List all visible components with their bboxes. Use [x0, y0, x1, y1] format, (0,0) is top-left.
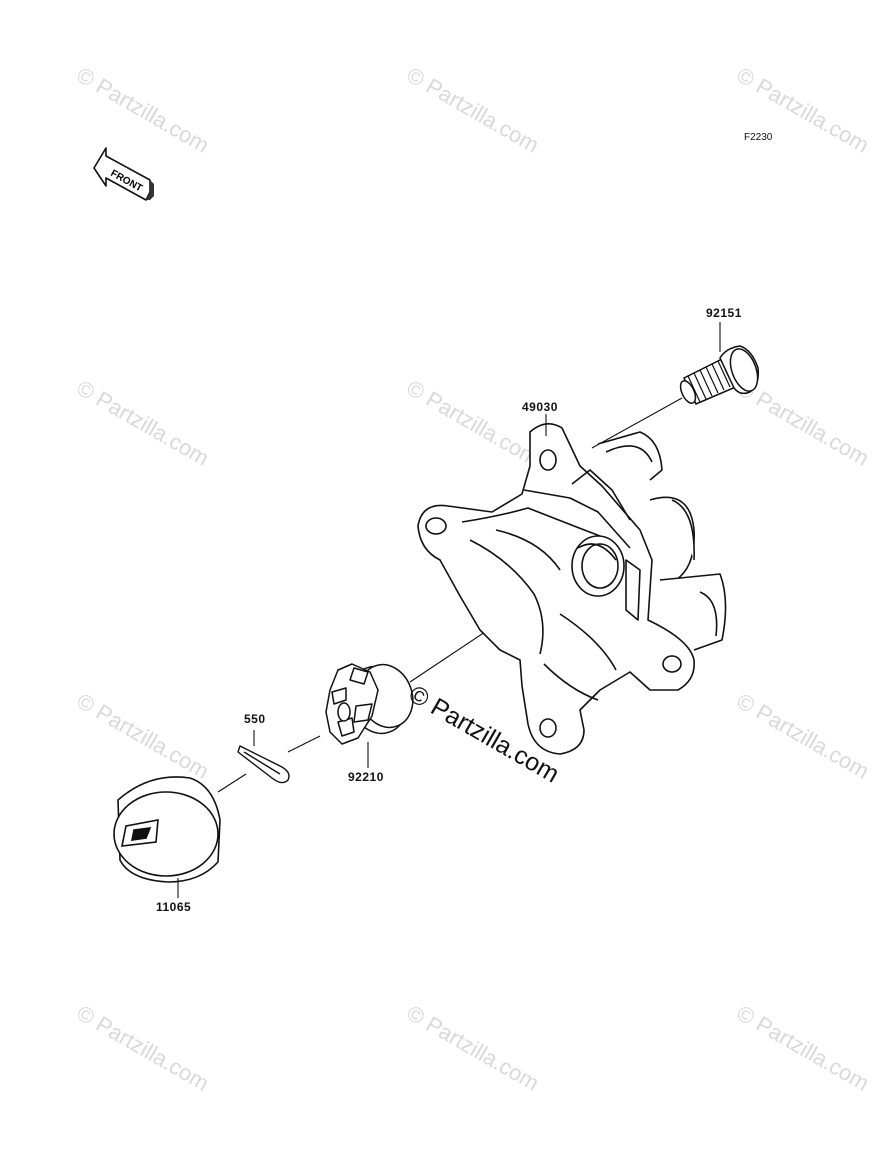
- part-label-550: 550: [244, 712, 266, 726]
- part-label-92151: 92151: [706, 306, 742, 320]
- part-label-11065: 11065: [156, 900, 192, 914]
- part-label-49030: 49030: [522, 400, 558, 414]
- hub-cap-part: [113, 776, 221, 883]
- figure-code: F2230: [744, 132, 773, 143]
- front-arrow-icon: FRONT: [93, 147, 154, 201]
- part-label-92210: 92210: [348, 770, 384, 784]
- stud-part: [679, 345, 760, 405]
- castle-nut-part: [325, 663, 414, 745]
- hub-part: [417, 423, 727, 755]
- label-ticks: [177, 322, 721, 898]
- cotter-pin-part: [237, 745, 290, 784]
